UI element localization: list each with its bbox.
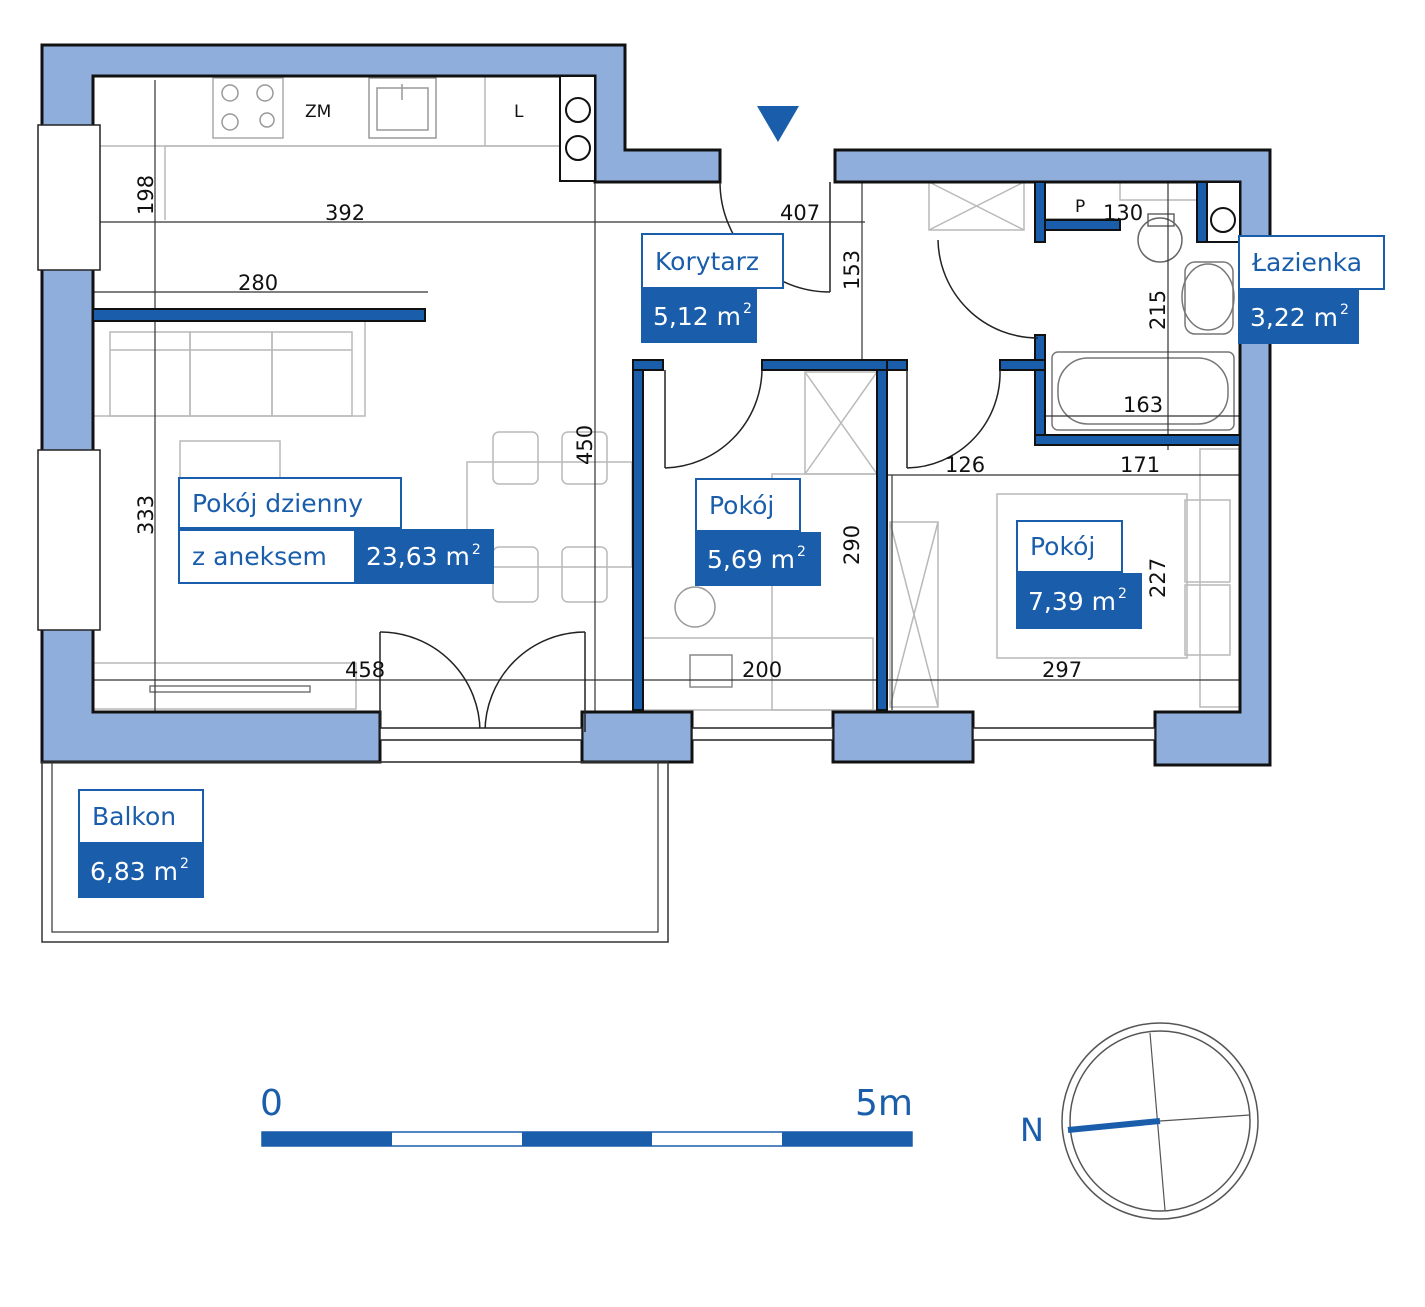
scale-bar <box>261 1131 913 1147</box>
scale-start-label: 0 <box>260 1083 283 1124</box>
walls <box>37 43 1272 767</box>
internal-walls <box>92 181 1241 711</box>
dim-458: 458 <box>345 658 385 682</box>
room-name-balcony: Balkon <box>78 789 204 844</box>
room-name-living-line2: z aneksem <box>178 529 356 584</box>
p-label: P <box>1075 197 1085 217</box>
room-name-room1: Pokój <box>695 478 801 532</box>
dim-198: 198 <box>134 175 158 215</box>
dim-392: 392 <box>325 201 365 225</box>
dim-200: 200 <box>742 658 782 682</box>
dim-407: 407 <box>780 201 820 225</box>
dim-153: 153 <box>840 250 864 290</box>
scale-end-label: 5m <box>855 1083 913 1124</box>
dim-333: 333 <box>134 495 158 535</box>
dimension-labels: 392 280 407 458 200 297 126 171 163 130 … <box>134 102 1170 682</box>
dim-227: 227 <box>1146 558 1170 598</box>
dimension-lines <box>88 80 1245 720</box>
dim-280: 280 <box>238 271 278 295</box>
zm-label: ZM <box>305 102 331 122</box>
dim-126: 126 <box>945 453 985 477</box>
dim-215: 215 <box>1146 290 1170 330</box>
compass <box>1061 1022 1259 1220</box>
room-name-living: Pokój dzienny <box>178 477 402 529</box>
l-label: L <box>514 102 524 122</box>
dim-130: 130 <box>1103 201 1143 225</box>
room-name-bathroom: Łazienka <box>1238 235 1385 290</box>
north-label: N <box>1020 1111 1044 1149</box>
dim-171: 171 <box>1120 453 1160 477</box>
dim-450: 450 <box>573 425 597 465</box>
dim-163: 163 <box>1123 393 1163 417</box>
room-name-corridor: Korytarz <box>641 233 784 289</box>
dim-297: 297 <box>1042 658 1082 682</box>
dim-290: 290 <box>840 525 864 565</box>
room-name-room2: Pokój <box>1016 520 1123 573</box>
